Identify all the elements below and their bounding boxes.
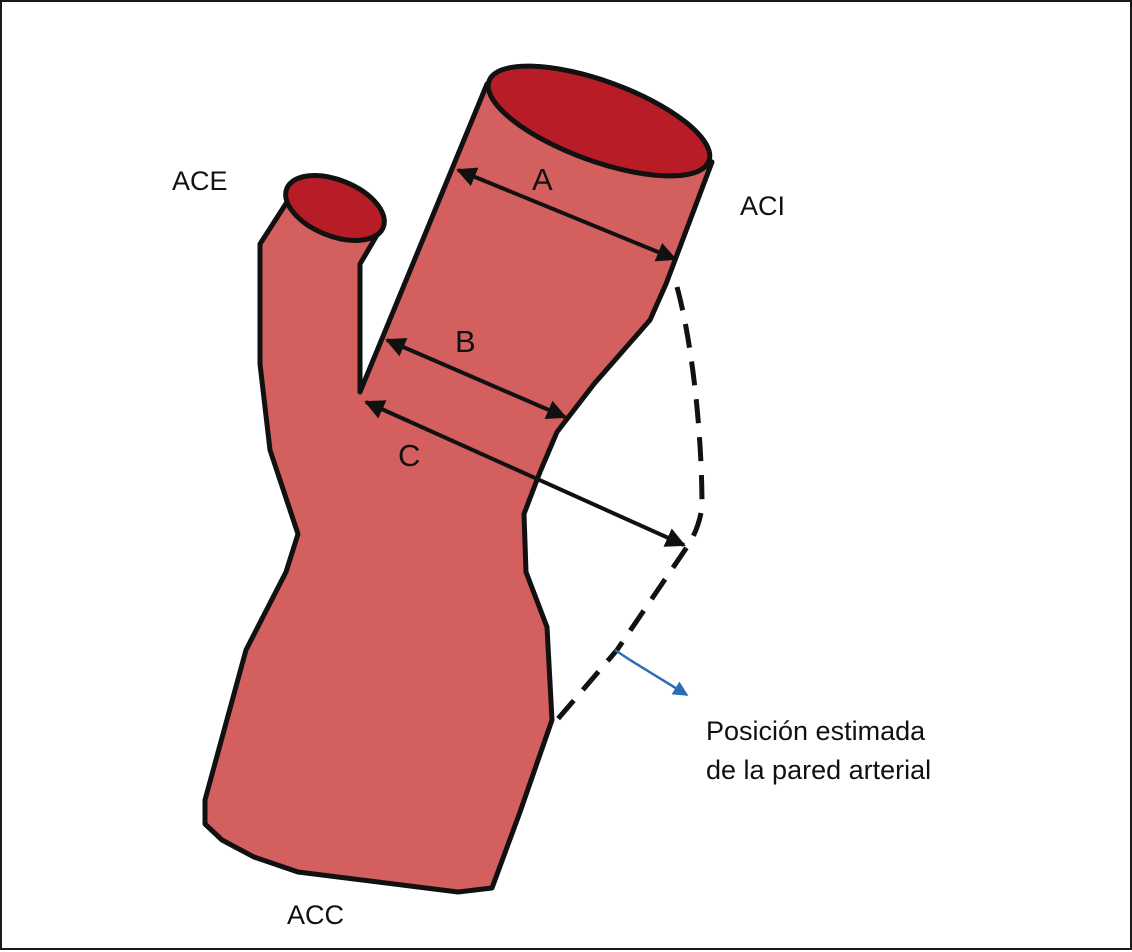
- label-c: C: [398, 438, 420, 473]
- label-aci: ACI: [740, 191, 785, 221]
- caption-pointer-arrow: [615, 650, 687, 695]
- label-b: B: [455, 324, 476, 359]
- caption-line-2: de la pared arterial: [706, 755, 931, 785]
- label-ace: ACE: [172, 166, 228, 196]
- label-a: A: [532, 162, 553, 197]
- label-acc: ACC: [287, 900, 344, 930]
- artery-body: [205, 84, 712, 892]
- caption-line-1: Posición estimada: [706, 716, 926, 746]
